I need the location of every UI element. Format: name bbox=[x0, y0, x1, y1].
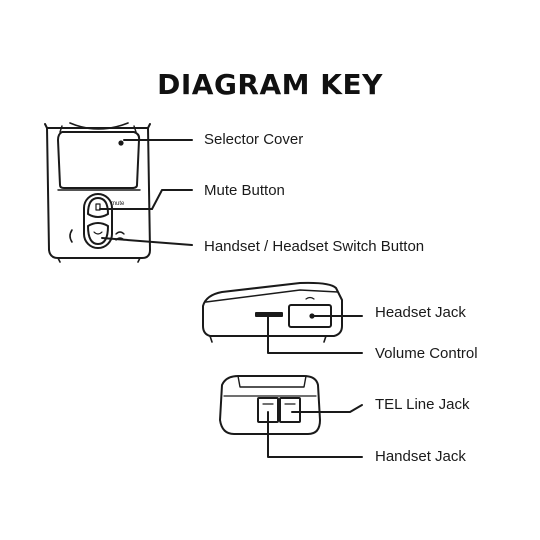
device-front-view bbox=[44, 122, 151, 263]
leader-mute-button-2 bbox=[151, 189, 193, 210]
leader-tel-line-jack bbox=[291, 404, 363, 413]
device-body bbox=[46, 127, 151, 259]
side-body bbox=[202, 281, 343, 337]
device-rear-view bbox=[219, 375, 321, 435]
volume-control-slot bbox=[255, 312, 283, 317]
label-handset-jack: Handset Jack bbox=[375, 448, 466, 465]
label-tel-line-jack: TEL Line Jack bbox=[375, 396, 470, 413]
device-side-view bbox=[202, 281, 343, 343]
label-volume-control: Volume Control bbox=[375, 345, 478, 362]
selector-cover bbox=[57, 131, 141, 189]
tel-line-jack-port bbox=[279, 397, 301, 423]
label-mute-button: Mute Button bbox=[204, 182, 285, 199]
leader-switch-button bbox=[101, 237, 193, 246]
rear-body bbox=[219, 375, 321, 435]
label-switch-button: Handset / Headset Switch Button bbox=[204, 238, 425, 255]
switch-button bbox=[87, 222, 109, 245]
leader-handset-jack bbox=[267, 411, 363, 458]
label-headset-jack: Headset Jack bbox=[375, 304, 466, 321]
diagram-title: DIAGRAM KEY bbox=[157, 68, 383, 101]
leader-volume-control bbox=[267, 315, 363, 354]
button-panel bbox=[83, 193, 113, 249]
device-mute-marking: mute bbox=[111, 201, 125, 207]
mute-button bbox=[87, 197, 109, 218]
label-selector-cover: Selector Cover bbox=[204, 131, 304, 148]
